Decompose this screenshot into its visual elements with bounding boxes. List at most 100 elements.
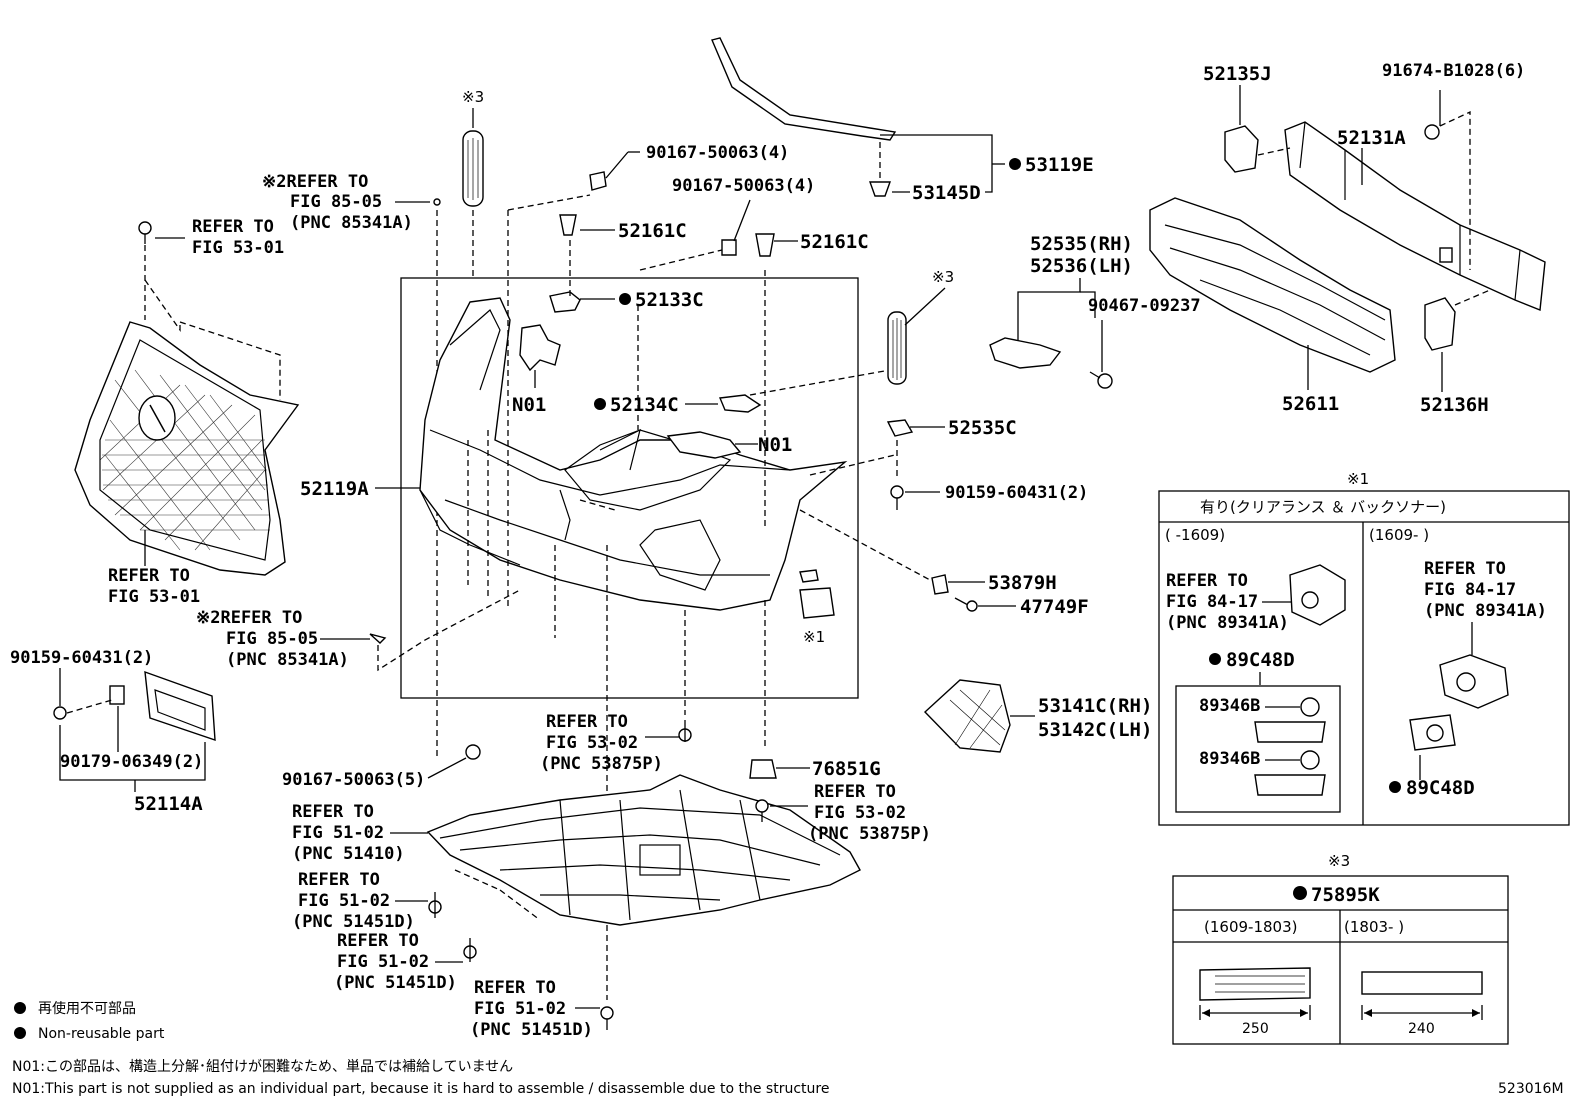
ref-fig-51-02: FIG 51-02	[298, 891, 390, 911]
ref-refer-to: REFER TO	[108, 566, 190, 586]
mark-3: ※3	[1328, 852, 1350, 870]
engine-under-cover-illustration	[426, 774, 861, 926]
bumper-reinforcement-illustration	[1284, 121, 1546, 311]
part-52161c: 52161C	[618, 220, 687, 242]
ref-fig-51-02: FIG 51-02	[292, 823, 384, 843]
part-n01: N01	[512, 394, 546, 416]
part-53879h: 53879H	[988, 572, 1057, 594]
part-76851g: 76851G	[812, 758, 881, 780]
part-90159-60431-2: 90159-60431(2)	[945, 483, 1088, 503]
part-89346b: 89346B	[1199, 749, 1260, 769]
part-89c48d: 89C48D	[1406, 777, 1475, 799]
part-75895k: 75895K	[1311, 884, 1380, 906]
part-53145d: 53145D	[912, 182, 981, 204]
box1-header: 有り(クリアランス ＆ バックソナー)	[1200, 498, 1446, 516]
part-91674-b1028-6: 91674-B1028(6)	[1382, 61, 1525, 81]
ref-fig-51-02: FIG 51-02	[474, 999, 566, 1019]
ref-fig-51-02: FIG 51-02	[337, 952, 429, 972]
part-52119a: 52119A	[300, 478, 369, 500]
part-52134c: 52134C	[610, 394, 679, 416]
n01-bracket-left	[519, 324, 561, 372]
non-reusable-dot-icon	[14, 1002, 26, 1014]
box3-col-right: (1803- )	[1344, 918, 1404, 936]
part-52536-lh: 52536(LH)	[1030, 255, 1133, 277]
n01-bracket-right	[666, 431, 742, 459]
part-90167-50063-5: 90167-50063(5)	[282, 770, 425, 790]
part-52114a: 52114A	[134, 793, 203, 815]
front-bumper-cover-illustration	[419, 297, 848, 611]
ref-pnc-51451d: (PNC 51451D)	[292, 912, 415, 932]
ref-pnc-85341a: (PNC 85341A)	[226, 650, 349, 670]
option-box-1	[1158, 490, 1570, 826]
ref-refer-to: REFER TO	[814, 782, 896, 802]
part-90167-50063-4: 90167-50063(4)	[646, 143, 789, 163]
figure-code: 523016M	[1498, 1081, 1564, 1097]
part-52161c: 52161C	[800, 231, 869, 253]
ref-pnc-89341a: (PNC 89341A)	[1166, 613, 1289, 633]
ref-refer-to: REFER TO	[298, 870, 380, 890]
part-90159-60431-2: 90159-60431(2)	[10, 648, 153, 668]
option-box-3	[1172, 875, 1509, 1045]
absorber-illustration	[1149, 197, 1396, 373]
part-90467-09237: 90467-09237	[1088, 296, 1201, 316]
license-bracket-illustration	[144, 670, 216, 741]
ref-mark2-refer-to: ※2REFER TO	[262, 172, 368, 192]
ref-pnc-53875p: (PNC 53875P)	[808, 824, 931, 844]
ref-refer-to: REFER TO	[546, 712, 628, 732]
bracket-52535-illustration	[989, 337, 1062, 369]
part-90179-06349-2: 90179-06349(2)	[60, 752, 203, 772]
part-90167-50063-4: 90167-50063(4)	[672, 176, 815, 196]
mark-3: ※3	[932, 268, 954, 286]
mark-1: ※1	[803, 628, 825, 646]
part-47749f: 47749F	[1020, 596, 1089, 618]
part-53141c-rh: 53141C(RH)	[1038, 695, 1152, 717]
ref-fig-85-05: FIG 85-05	[226, 629, 318, 649]
mark-1: ※1	[1347, 470, 1369, 488]
ref-refer-to: REFER TO	[292, 802, 374, 822]
ref-refer-to: REFER TO	[1166, 571, 1248, 591]
part-53142c-lh: 53142C(LH)	[1038, 719, 1152, 741]
ref-fig-85-05: FIG 85-05	[290, 192, 382, 212]
part-53119e: 53119E	[1025, 154, 1094, 176]
part-52535-rh: 52535(RH)	[1030, 233, 1133, 255]
ref-refer-to: REFER TO	[1424, 559, 1506, 579]
ref-refer-to: REFER TO	[474, 978, 556, 998]
ref-fig-53-01: FIG 53-01	[108, 587, 200, 607]
front-grille-illustration	[74, 321, 300, 576]
ref-pnc-85341a: (PNC 85341A)	[290, 213, 413, 233]
box3-col-left: (1609-1803)	[1204, 918, 1297, 936]
dim-250: 250	[1242, 1021, 1269, 1037]
ref-pnc-53875p: (PNC 53875P)	[540, 754, 663, 774]
ref-refer-to: REFER TO	[192, 217, 274, 237]
ref-fig-84-17: FIG 84-17	[1424, 580, 1516, 600]
sensor-illustration	[1289, 564, 1346, 626]
ref-fig-53-02: FIG 53-02	[814, 803, 906, 823]
dim-240: 240	[1408, 1021, 1435, 1037]
part-89346b: 89346B	[1199, 696, 1260, 716]
part-n01: N01	[758, 434, 792, 456]
part-52611: 52611	[1282, 393, 1339, 415]
note-n01-en: N01:This part is not supplied as an indi…	[12, 1081, 829, 1097]
note-n01-jp: N01:この部品は、構造上分解･組付けが困難なため、単品では補給していません	[12, 1059, 513, 1075]
part-52133c: 52133C	[635, 289, 704, 311]
box1-col-left: ( -1609)	[1165, 526, 1225, 544]
legend-jp: 再使用不可部品	[38, 1000, 136, 1017]
ref-fig-53-02: FIG 53-02	[546, 733, 638, 753]
ref-pnc-89341a: (PNC 89341A)	[1424, 601, 1547, 621]
ref-fig-84-17: FIG 84-17	[1166, 592, 1258, 612]
ref-mark2-refer-to: ※2REFER TO	[196, 608, 302, 628]
ref-pnc-51410: (PNC 51410)	[292, 844, 405, 864]
ref-pnc-51451d: (PNC 51451D)	[334, 973, 457, 993]
ref-refer-to: REFER TO	[337, 931, 419, 951]
part-52135j: 52135J	[1203, 63, 1272, 85]
part-89c48d: 89C48D	[1226, 649, 1295, 671]
ref-pnc-51451d: (PNC 51451D)	[470, 1020, 593, 1040]
legend-en: Non-reusable part	[38, 1026, 165, 1042]
part-52136h: 52136H	[1420, 394, 1489, 416]
molding-illustration	[711, 37, 897, 141]
part-52535c: 52535C	[948, 417, 1017, 439]
mark-3: ※3	[462, 88, 484, 106]
box1-col-right: (1609- )	[1369, 526, 1429, 544]
non-reusable-dot-icon	[14, 1027, 26, 1039]
